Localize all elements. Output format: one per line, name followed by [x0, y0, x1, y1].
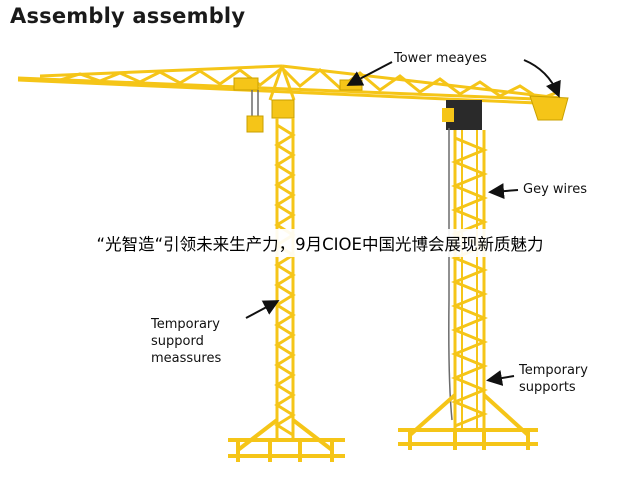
label-temporary-supports: Temporary supports — [519, 362, 588, 396]
right-crane — [398, 95, 569, 450]
arrow-temporary-supports — [486, 370, 515, 386]
arrow-gey-wires — [488, 183, 519, 200]
label-tower-meayes: Tower meayes — [394, 51, 487, 66]
left-crane-counter-block — [339, 79, 363, 91]
label-line: meassures — [151, 351, 222, 366]
label-line: supports — [519, 380, 576, 395]
right-crane-cable — [448, 128, 453, 421]
label-line: Temporary — [519, 363, 588, 378]
right-crane-base — [398, 393, 538, 450]
left-crane-cab — [271, 99, 295, 119]
left-crane-trolley — [233, 77, 259, 91]
right-crane-bucket — [529, 95, 569, 121]
left-crane-base — [228, 418, 345, 462]
arrow-temporary-suppord — [245, 300, 280, 319]
diagram-title: Assembly assembly — [10, 4, 246, 28]
overlay-caption: “光智造“引领未来生产力，9月CIOE中国光博会展现新质魅力 — [0, 229, 640, 257]
label-line: Temporary — [151, 317, 220, 332]
label-temporary-suppord-measures: Temporary suppord meassures — [151, 316, 221, 367]
right-crane-mast — [451, 130, 488, 430]
left-crane-tower-head — [268, 65, 296, 101]
right-crane-machinery — [442, 100, 482, 130]
left-crane-mast — [274, 118, 296, 440]
label-gey-wires: Gey wires — [523, 182, 587, 197]
leader-arrows — [245, 59, 561, 386]
label-line: suppord — [151, 334, 204, 349]
left-crane-hook — [246, 90, 264, 133]
arrow-tower-meayes-jib — [346, 61, 393, 86]
arrow-tower-meayes-bucket — [523, 59, 561, 98]
